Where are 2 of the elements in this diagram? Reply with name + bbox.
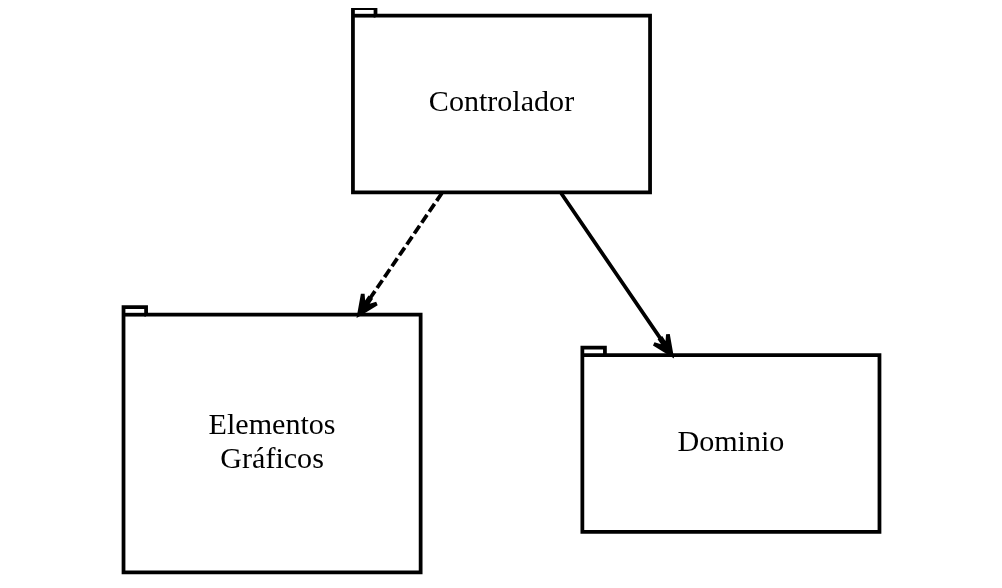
arrow (356, 192, 443, 317)
arrow (559, 192, 673, 357)
